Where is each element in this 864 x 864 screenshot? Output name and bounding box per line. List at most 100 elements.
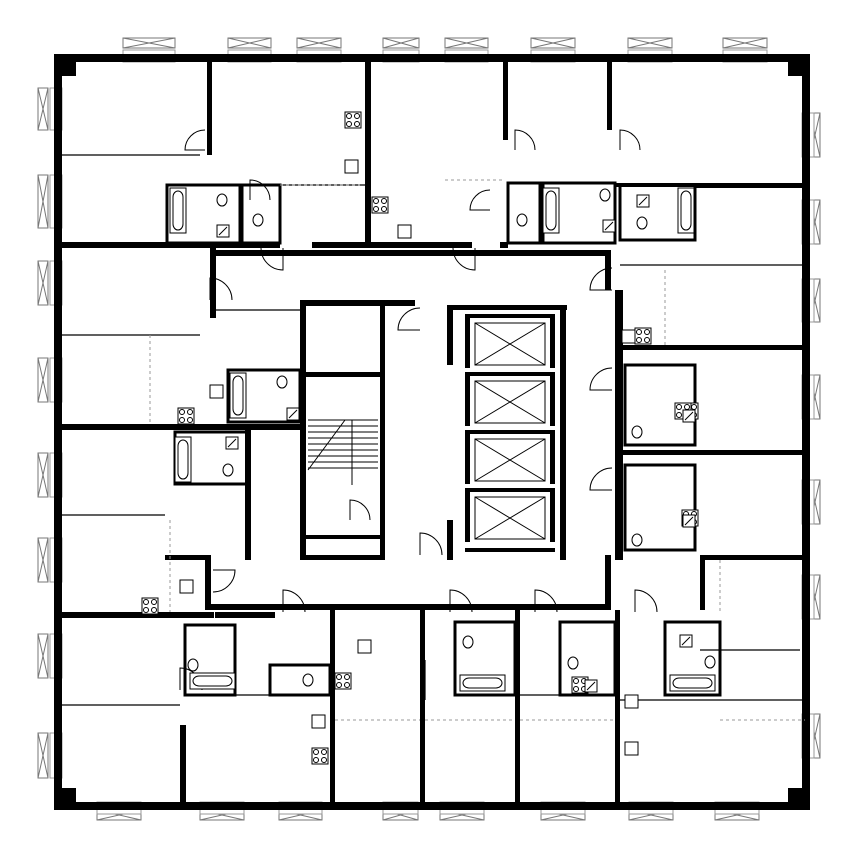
sink-icon <box>624 694 639 709</box>
door-swing-icon <box>619 129 641 151</box>
wall <box>515 610 520 802</box>
toilet-icon <box>462 635 474 649</box>
wall <box>420 610 425 802</box>
stair-icon <box>308 419 378 469</box>
sink-icon <box>344 159 359 174</box>
sink-icon <box>311 714 326 729</box>
wall <box>550 492 555 542</box>
wall <box>300 535 385 539</box>
door-swing-icon <box>534 589 558 613</box>
wall <box>465 488 555 492</box>
shaft-icon <box>684 411 694 421</box>
wall <box>54 788 76 810</box>
shaft-icon <box>586 681 596 691</box>
wall <box>550 376 555 426</box>
door-swing-icon <box>452 247 476 271</box>
stove-icon <box>177 407 195 425</box>
wall <box>215 612 275 618</box>
bathroom-partition <box>165 183 244 245</box>
wall <box>605 555 611 610</box>
door-swing-icon <box>589 367 613 391</box>
wall <box>380 305 385 555</box>
wall <box>605 250 611 290</box>
wall <box>165 555 210 560</box>
door-swing-icon <box>449 589 473 613</box>
bathtub-icon <box>462 677 503 689</box>
wall <box>300 300 415 306</box>
walls <box>54 54 810 810</box>
door-swing-icon <box>589 267 613 291</box>
door-swing-icon <box>260 247 284 271</box>
stove-icon <box>371 196 389 214</box>
elevator-icon <box>474 380 546 424</box>
door-swing-icon <box>209 277 233 301</box>
stove-icon <box>334 672 352 690</box>
wall <box>312 242 472 248</box>
bathroom-partition <box>183 623 237 697</box>
wall <box>300 555 385 560</box>
wall <box>207 60 212 155</box>
wall <box>54 802 810 810</box>
sink-icon <box>624 741 639 756</box>
bathtub-icon <box>672 677 713 689</box>
wall <box>447 305 567 310</box>
wall <box>210 248 216 318</box>
wall <box>700 555 805 560</box>
elevator-icon <box>474 496 546 540</box>
wall <box>550 434 555 484</box>
stove-icon <box>344 111 362 129</box>
bathroom-partition <box>618 183 697 242</box>
bathroom-partition <box>623 463 697 552</box>
fixtures <box>141 111 716 765</box>
partitions <box>62 154 805 706</box>
shaft-icon <box>218 226 228 236</box>
stair-icon <box>307 419 353 485</box>
shaft-icon <box>288 409 298 419</box>
bathtub-icon <box>232 375 244 416</box>
door-swing-icon <box>469 189 491 211</box>
door-swing-icon <box>514 129 536 151</box>
toilet-icon <box>704 655 716 669</box>
bathtub-icon <box>680 190 692 231</box>
wall <box>54 424 304 430</box>
wall <box>210 604 605 610</box>
door-swing-icon <box>249 179 271 201</box>
wall <box>465 548 555 552</box>
toilet-icon <box>302 673 314 687</box>
toilet-icon <box>567 656 579 670</box>
sink-icon <box>357 639 372 654</box>
wall <box>788 788 810 810</box>
sink-icon <box>397 224 412 239</box>
stove-icon <box>141 597 159 615</box>
bathroom-partition <box>453 620 517 697</box>
wall <box>54 612 214 618</box>
toilet-icon <box>631 533 643 547</box>
toilet-icon <box>216 193 228 207</box>
wall <box>465 434 470 484</box>
bathtub-icon <box>172 190 184 231</box>
toilet-icon <box>516 213 528 227</box>
bathroom-partition <box>538 181 617 245</box>
wall <box>447 520 453 560</box>
door-swing-icon <box>589 467 613 491</box>
core <box>307 322 546 540</box>
wall <box>607 60 612 130</box>
wall <box>465 314 555 318</box>
wall <box>465 376 470 426</box>
door-swing-icon <box>634 589 658 613</box>
wall <box>54 242 280 248</box>
shaft-icon <box>604 221 614 231</box>
toilet-icon <box>252 213 264 227</box>
wall <box>788 54 810 76</box>
zone-lines <box>149 179 805 721</box>
wall <box>802 54 810 810</box>
wall <box>500 242 508 248</box>
bathroom-partition <box>558 620 617 697</box>
elevator-icon <box>474 322 546 366</box>
wall <box>695 183 805 188</box>
wall <box>330 610 335 802</box>
door-swing-icon <box>349 499 371 521</box>
toilet-icon <box>276 375 288 389</box>
wall <box>615 430 623 560</box>
